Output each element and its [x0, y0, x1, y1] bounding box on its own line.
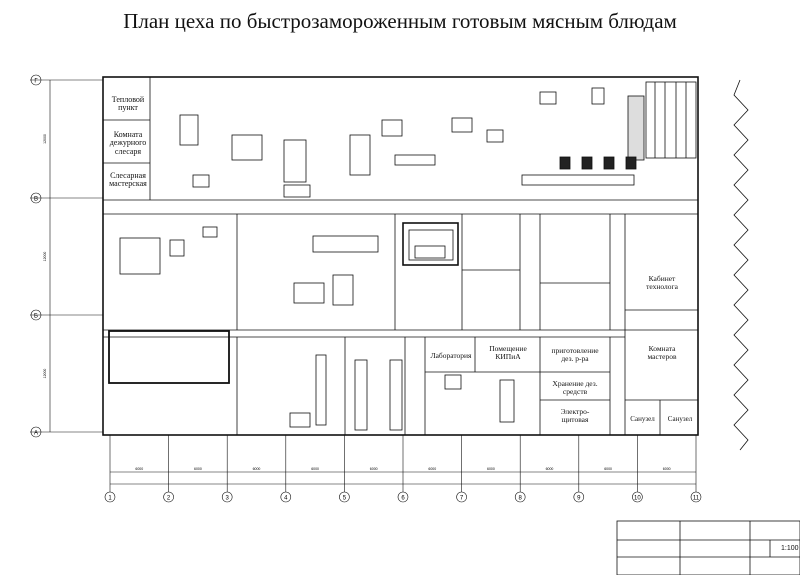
- axis-label: 4: [284, 496, 288, 502]
- axis-bubble: [632, 491, 643, 503]
- axis-bubble: [397, 491, 409, 503]
- equipment: [603, 156, 615, 170]
- duct: [627, 95, 645, 161]
- dimension-label: 6000: [135, 467, 143, 471]
- dimension-label: 6000: [194, 467, 202, 471]
- freezer-room: [108, 330, 230, 384]
- axis-label: 10: [634, 496, 641, 502]
- equipment: [444, 374, 462, 390]
- equipment: [179, 114, 199, 146]
- axis-label: В: [34, 197, 38, 203]
- room-elektro: Электро- щитовая: [560, 407, 590, 424]
- axis-bubble: [30, 192, 42, 204]
- dimension-label: 12000: [43, 252, 47, 262]
- axis-label: 9: [577, 496, 581, 502]
- room-laboratoriya: Лаборатория: [430, 351, 472, 360]
- axis-bubble: [163, 491, 174, 503]
- partition: [408, 229, 454, 261]
- equipment: [354, 359, 368, 431]
- axis-label: 2: [167, 496, 171, 502]
- axis-bubble: [339, 491, 350, 503]
- room-dezhurny: Комната дежурного слесаря: [109, 130, 147, 156]
- axis-bubble: [573, 491, 585, 503]
- axis-label: 1: [108, 496, 112, 502]
- axis-bubble: [514, 491, 526, 503]
- equipment: [349, 134, 371, 176]
- stair-block: [645, 81, 697, 159]
- axis-bubble: [690, 491, 702, 503]
- dimension-label: 12000: [43, 369, 47, 379]
- room-sanuzel-1: Санузел: [630, 415, 655, 423]
- axis-bubble: [30, 309, 42, 321]
- dimension-label: 6000: [604, 467, 612, 471]
- dimension-label: 6000: [663, 467, 671, 471]
- axis-bubble: [456, 491, 467, 503]
- equipment: [389, 359, 403, 431]
- axis-label: А: [34, 431, 38, 437]
- break-line: [733, 79, 749, 451]
- room-sanuzel-2: Санузел: [667, 415, 693, 423]
- axis-label: 7: [460, 496, 464, 502]
- conveyor: [521, 174, 635, 186]
- room-hranenie: Хранение дез. средств: [552, 379, 598, 396]
- dimension-label: 6000: [487, 467, 495, 471]
- equipment: [581, 156, 593, 170]
- room-prigotovlenie: приготовление дез. р-ра: [551, 346, 599, 363]
- axis-bubble: [221, 491, 233, 503]
- equipment: [559, 156, 571, 170]
- axis-label: Г: [34, 79, 38, 85]
- axis-label: 11: [693, 496, 700, 502]
- equipment: [486, 129, 504, 143]
- dimension-label: 6000: [370, 467, 378, 471]
- axis-label: 3: [226, 496, 230, 502]
- equipment: [283, 184, 311, 198]
- axis-label: Б: [34, 314, 38, 320]
- axis-bubble: [104, 491, 116, 503]
- axis-label: 6: [401, 496, 405, 502]
- page-title: План цеха по быстрозамороженным готовым …: [123, 9, 677, 33]
- equipment: [293, 282, 325, 304]
- title-block: [616, 520, 800, 575]
- equipment: [499, 379, 515, 423]
- room-slesarnaya: Слесарная мастерская: [109, 171, 147, 189]
- equipment: [381, 119, 403, 137]
- axis-label: 8: [519, 496, 523, 502]
- equipment: [591, 87, 605, 105]
- scale-label: 1:100: [781, 545, 799, 552]
- room-kipia: Помещение КИПиА: [489, 344, 527, 361]
- room-masterov: Комната мастеров: [647, 344, 677, 361]
- dimension-label: 6000: [428, 467, 436, 471]
- outer-wall: [102, 76, 699, 436]
- dimension-label: 12000: [43, 134, 47, 144]
- dimension-label: 6000: [546, 467, 554, 471]
- dimension-label: 6000: [311, 467, 319, 471]
- equipment: [625, 156, 637, 170]
- axis-bubble: [30, 426, 42, 438]
- axis-labels: 1 6000 2 6000 3 6000 4 6000 5 6000 6 6000 7 6000 8 6000…: [34, 79, 700, 502]
- equipment: [283, 139, 307, 183]
- equipment: [332, 274, 354, 306]
- equipment: [202, 226, 218, 238]
- axis-label: 5: [343, 496, 347, 502]
- equipment: [451, 117, 473, 133]
- partition: [402, 222, 459, 266]
- equipment: [289, 412, 311, 428]
- equipment: [119, 237, 161, 275]
- equipment: [169, 239, 185, 257]
- axis-bubble: [30, 74, 42, 86]
- axis-grid: [30, 74, 702, 503]
- axis-bubble: [280, 491, 292, 503]
- room-teplovoy: Тепловой пункт: [111, 95, 145, 113]
- equipment: [315, 354, 327, 426]
- equipment: [394, 154, 436, 166]
- equipment: [539, 91, 557, 105]
- equipment: [231, 134, 263, 161]
- equipment: [192, 174, 210, 188]
- equipment: [312, 235, 379, 253]
- dimension-label: 6000: [253, 467, 261, 471]
- equipment: [414, 245, 446, 259]
- room-kabinet: Кабинет технолога: [646, 274, 678, 291]
